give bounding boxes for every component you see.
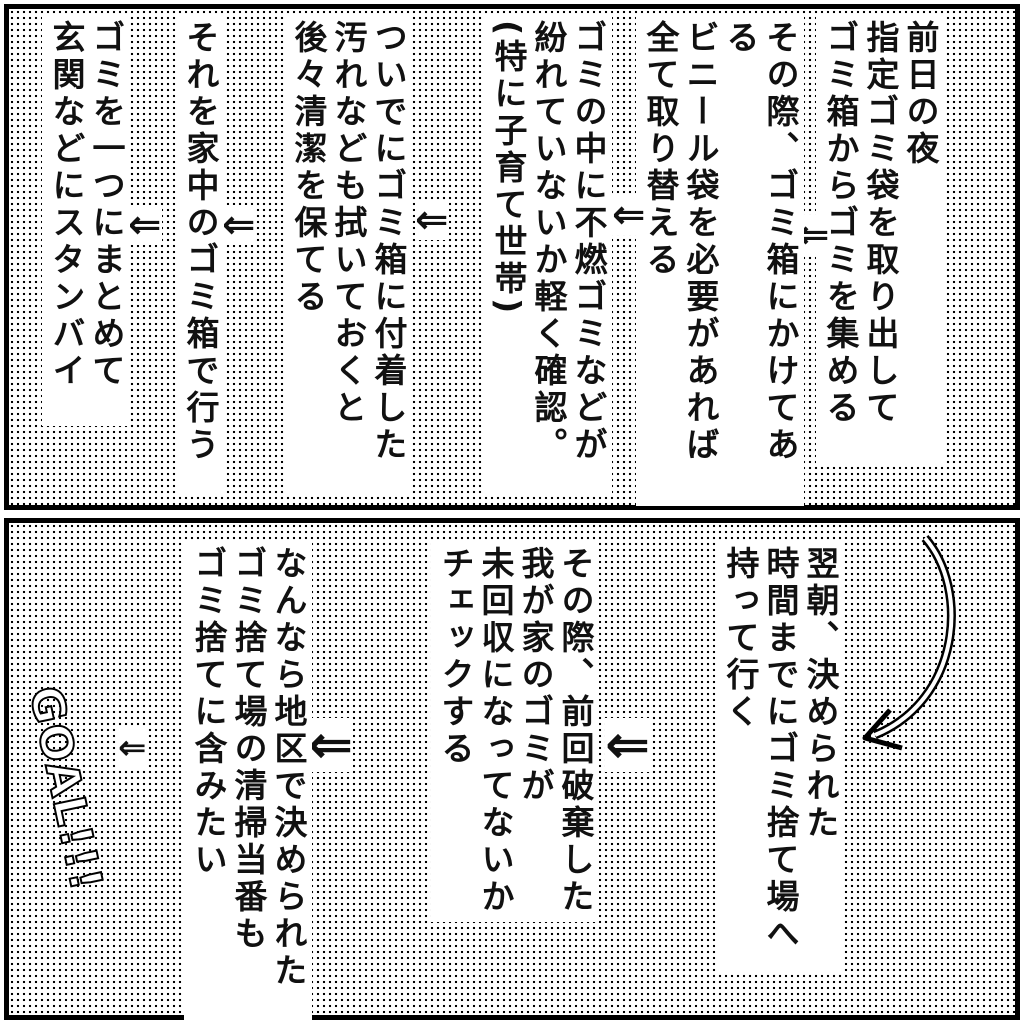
line: それを家中のゴミ箱で行う — [181, 20, 220, 464]
step-8-text: その際、前回破棄した 我が家のゴミが 未回収になってないか チェックする — [431, 540, 599, 922]
line: 汚れなども拭いておくと — [329, 20, 368, 427]
line: その際、ゴミ箱にかけてある — [721, 20, 800, 464]
step-3-text: ゴミの中に不燃ゴミなどが 紛れていないか軽く確認。 (特に子育て世帯) — [484, 14, 612, 496]
line: ビニール袋を必要があれば — [681, 20, 720, 464]
line: 翌朝、決められた — [801, 546, 840, 842]
arrow-left-icon: ⇐ — [415, 197, 449, 243]
line: 我が家のゴミが — [516, 546, 555, 805]
line: ゴミを一つにまとめて — [87, 20, 126, 390]
arrow-left-icon: ⇐ — [308, 713, 354, 776]
line: 未回収になってないか — [476, 546, 515, 916]
arrow-left-icon: ⇐ — [128, 202, 162, 248]
line: ゴミの中に不燃ゴミなどが — [569, 20, 608, 464]
arrow-left-icon: ⇐ — [612, 192, 646, 238]
line: 後々清潔を保てる — [289, 20, 328, 316]
line: チェックする — [436, 546, 475, 768]
line: 紛れていないか軽く確認。 — [529, 20, 568, 464]
step-6-text: ゴミを一つにまとめて 玄関などにスタンバイ — [42, 14, 130, 426]
line: 前日の夜 — [901, 20, 940, 168]
step-7-text: 翌朝、決められた 時間までにゴミ捨て場へ 持って行く — [716, 540, 844, 972]
arrow-left-icon: ⇐ — [118, 728, 147, 768]
step-2-text: その際、ゴミ箱にかけてある ビニール袋を必要があれば 全て取り替える — [636, 14, 804, 506]
arrow-left-icon: ⇐ — [605, 713, 651, 776]
line: 玄関などにスタンバイ — [47, 20, 86, 390]
line: その際、前回破棄した — [556, 546, 595, 916]
line: 全て取り替える — [641, 20, 680, 279]
arrow-left-icon: ⇐ — [222, 202, 256, 248]
line: ゴミ捨て場の清掃当番も — [229, 546, 268, 953]
step-1-text: 前日の夜 指定ゴミ袋を取り出して ゴミ箱からゴミを集める — [816, 14, 944, 466]
line: 時間までにゴミ捨て場へ — [761, 546, 800, 953]
step-4-text: ついでにゴミ箱に付着した 汚れなども拭いておくと 後々清潔を保てる — [284, 14, 412, 496]
step-9-text: なんなら地区で決められた ゴミ捨て場の清掃当番も ゴミ捨てに含みたい — [184, 540, 312, 1022]
line: 指定ゴミ袋を取り出して — [861, 20, 900, 427]
line: ゴミ捨てに含みたい — [189, 546, 228, 879]
line: ついでにゴミ箱に付着した — [369, 20, 408, 464]
line: 持って行く — [721, 546, 760, 731]
step-5-text: それを家中のゴミ箱で行う — [176, 14, 224, 496]
curved-arrow-icon — [862, 535, 956, 751]
line: なんなら地区で決められた — [269, 546, 308, 990]
line: (特に子育て世帯) — [489, 20, 528, 318]
